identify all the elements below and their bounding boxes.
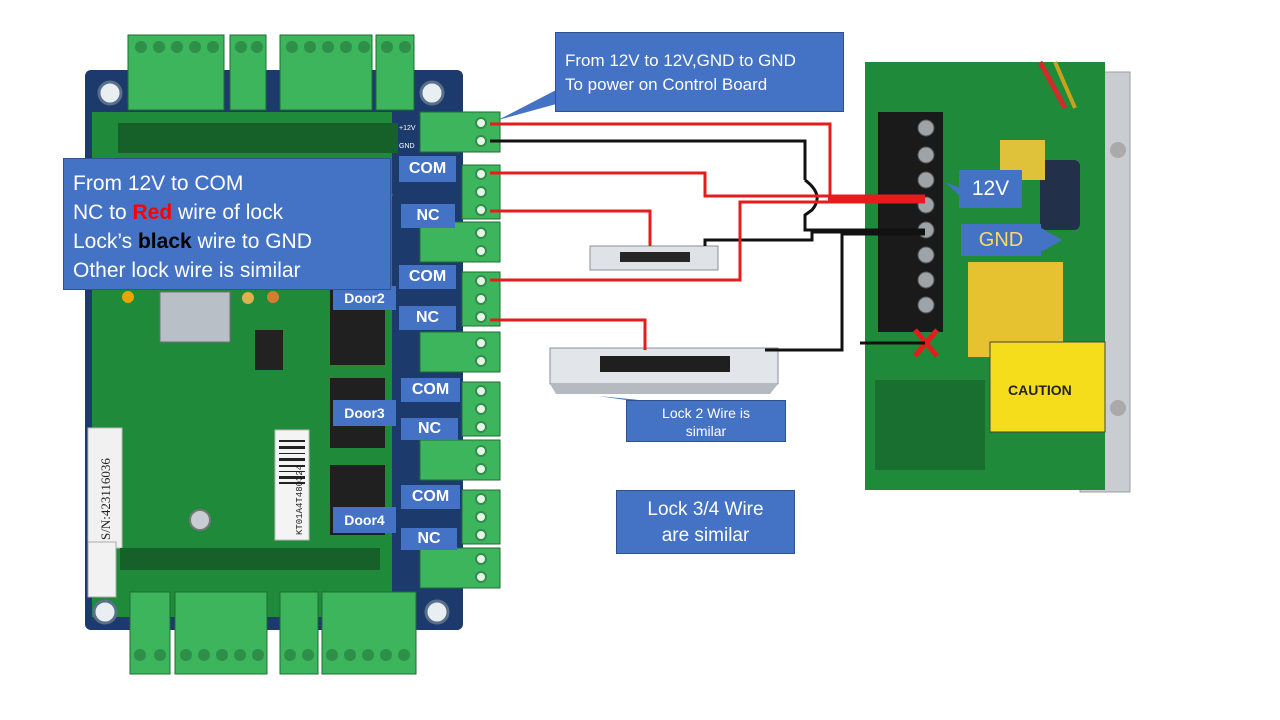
lock-1 bbox=[589, 245, 719, 271]
input-wire bbox=[1037, 60, 1068, 110]
black-wire-gnd-to-board bbox=[490, 139, 807, 180]
mount-hole bbox=[424, 599, 450, 625]
caution-text: CAUTION bbox=[1008, 382, 1072, 398]
mount-hole bbox=[189, 509, 211, 531]
red-wire-12v-to-com1 bbox=[490, 171, 925, 198]
screw bbox=[1110, 142, 1126, 158]
led bbox=[267, 291, 279, 303]
serial-number: S/N:423116036 bbox=[98, 458, 113, 540]
network-jack bbox=[159, 291, 231, 343]
screw bbox=[1110, 400, 1126, 416]
nc-label-3: NC bbox=[401, 418, 458, 440]
power-note-line1: From 12V to 12V,GND to GND bbox=[565, 51, 796, 70]
nc-label-2: NC bbox=[399, 306, 456, 330]
lock-2 bbox=[549, 347, 779, 394]
component-strip bbox=[118, 123, 398, 153]
black-wire-lock2-to-gnd bbox=[765, 232, 925, 352]
v12-pointer bbox=[945, 182, 960, 196]
red-wire-nc2-to-lock2 bbox=[490, 318, 647, 350]
mount-hole bbox=[419, 80, 445, 106]
note-highlight-black: black bbox=[137, 230, 192, 253]
lock2-note-line1: Lock 2 Wire is bbox=[662, 405, 750, 421]
psu-terminal-strip bbox=[878, 112, 943, 332]
com-label-4: COM bbox=[401, 485, 460, 509]
power-instructions-note: From 12V to 12V,GND to GND To power on C… bbox=[555, 32, 844, 112]
red-wire-nc1-to-lock1 bbox=[490, 209, 652, 246]
com-label-2: COM bbox=[399, 265, 456, 289]
pin-label-gnd: GND bbox=[399, 143, 415, 150]
wiring-instructions-note: From 12V to COM NC to Red wire of lock L… bbox=[63, 158, 391, 290]
psu-bottom-strip bbox=[875, 380, 985, 470]
note-line-nc-to-red: NC to Red wire of lock bbox=[73, 198, 390, 227]
note-line-other-locks: Other lock wire is similar bbox=[73, 259, 301, 282]
main-chip bbox=[255, 330, 283, 370]
psu-gnd-label: GND bbox=[961, 224, 1041, 256]
red-wire-12v-to-board bbox=[490, 122, 925, 204]
door4-label: Door4 bbox=[333, 507, 396, 533]
note-line-12v-to-com: From 12V to COM bbox=[73, 172, 244, 195]
lock34-note-line2: are similar bbox=[661, 525, 750, 546]
led bbox=[122, 291, 134, 303]
top-terminal-blocks bbox=[127, 34, 415, 111]
note-text: NC to bbox=[73, 201, 133, 224]
note-highlight-red: Red bbox=[132, 201, 173, 224]
com-label-1: COM bbox=[399, 156, 456, 182]
component-strip bbox=[120, 548, 380, 570]
nc-label-4: NC bbox=[401, 528, 457, 550]
pin-label-12v: +12V bbox=[399, 125, 416, 132]
barcode bbox=[279, 440, 305, 484]
lock2-note: Lock 2 Wire is similar bbox=[626, 400, 786, 442]
lock34-note-line1: Lock 3/4 Wire bbox=[647, 499, 764, 520]
no-connect-mark bbox=[913, 328, 939, 358]
transformer bbox=[968, 262, 1063, 357]
power-note-line2: To power on Control Board bbox=[565, 75, 768, 94]
mount-hole bbox=[92, 599, 118, 625]
right-terminal-blocks bbox=[419, 111, 501, 589]
lock2-note-line2: similar bbox=[685, 423, 727, 439]
com-label-3: COM bbox=[401, 378, 460, 402]
model-number: KT01A4T480324 bbox=[295, 465, 305, 535]
black-wire-jumper bbox=[803, 178, 925, 232]
note-text: Lock’s bbox=[73, 230, 138, 253]
caution-label bbox=[989, 341, 1106, 433]
serial-sticker bbox=[87, 427, 123, 549]
nc-label-1: NC bbox=[401, 204, 455, 228]
door2-label: Door2 bbox=[333, 286, 396, 310]
white-connector bbox=[87, 541, 117, 598]
bottom-terminal-blocks bbox=[129, 591, 417, 675]
capacitor bbox=[1040, 160, 1080, 230]
door3-label: Door3 bbox=[333, 400, 396, 426]
lock34-note: Lock 3/4 Wire are similar bbox=[616, 490, 795, 554]
note-text: wire to GND bbox=[191, 230, 312, 253]
gnd-pointer bbox=[1041, 228, 1062, 252]
note-text: wire of lock bbox=[172, 201, 284, 224]
led bbox=[242, 292, 254, 304]
input-wire bbox=[1053, 61, 1077, 109]
note-line-black-to-gnd: Lock’s black wire to GND bbox=[73, 227, 390, 256]
psu-12v-label: 12V bbox=[959, 170, 1022, 208]
mount-hole bbox=[97, 80, 123, 106]
